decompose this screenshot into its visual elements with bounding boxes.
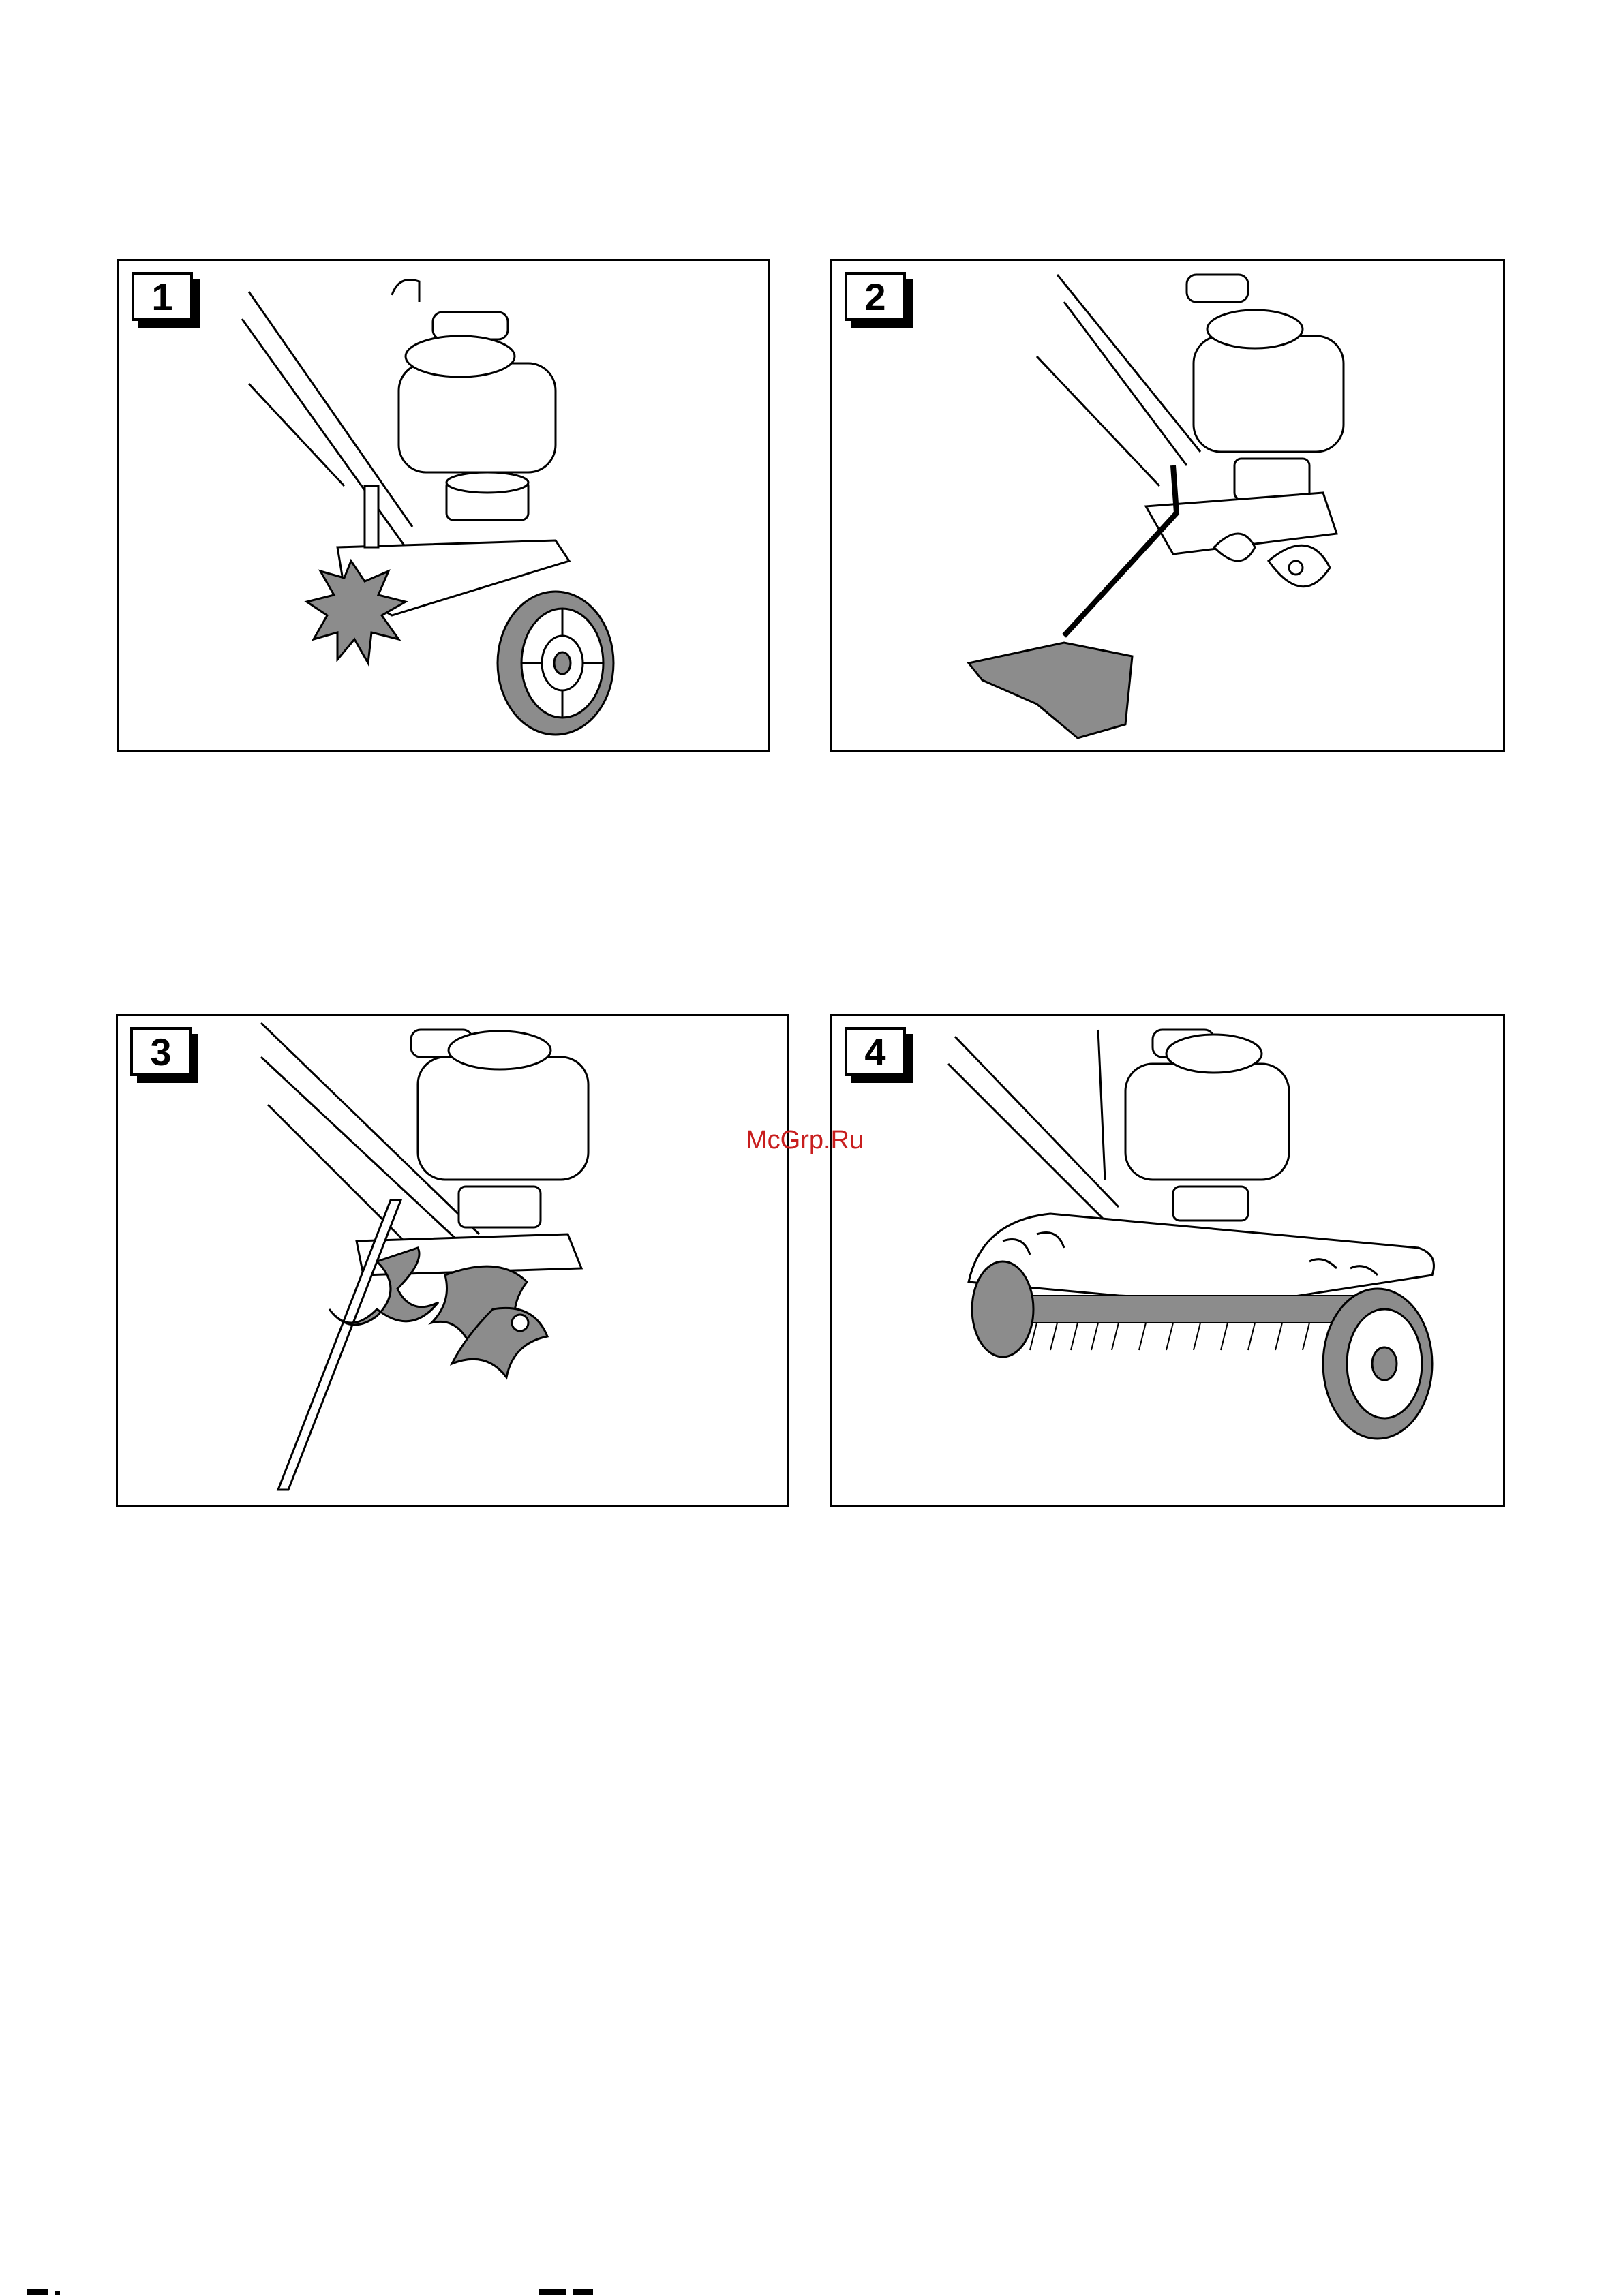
- engine: [392, 280, 556, 521]
- figure-panel-3: 3: [116, 1014, 789, 1507]
- tiller-illustration-furrower: [832, 261, 1503, 750]
- engine: [1187, 275, 1344, 500]
- handle-bars: [242, 292, 412, 547]
- handle-bars: [948, 1030, 1119, 1221]
- engine: [411, 1030, 588, 1227]
- footer-scan-marks: [0, 2286, 1623, 2296]
- transport-wheel: [498, 592, 613, 735]
- figure-panel-2: 2: [830, 259, 1505, 752]
- aerator-cover: [969, 1214, 1434, 1302]
- figure-panel-1: 1: [117, 259, 770, 752]
- tiller-illustration-aerator: [832, 1016, 1503, 1505]
- handle-bars: [1037, 275, 1200, 486]
- figure-panel-4: 4: [830, 1014, 1505, 1507]
- aerator-spikes: [1003, 1296, 1357, 1350]
- engine: [1125, 1030, 1289, 1221]
- depth-bar: [278, 1200, 401, 1490]
- tiller-illustration-cultivator: [118, 1016, 787, 1505]
- watermark-text: McGrp.Ru: [746, 1126, 864, 1155]
- tiller-illustration-wheel: [119, 261, 768, 750]
